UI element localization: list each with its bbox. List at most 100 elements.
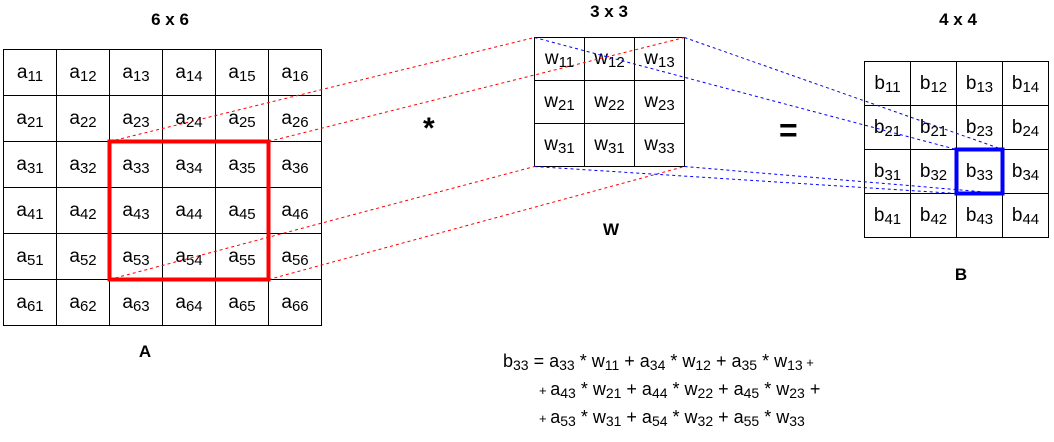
formula-symbol: w23 xyxy=(776,379,805,401)
matrix-w-cell-3-2: w31 xyxy=(584,123,635,167)
matrix-a-cell-3-6: a36 xyxy=(268,141,322,188)
blue-connector-line xyxy=(534,166,957,194)
matrix-a-entry: a26 xyxy=(281,107,309,131)
formula-symbol: w33 xyxy=(776,407,805,429)
matrix-w-cell-1-3: w13 xyxy=(634,37,685,81)
matrix-a-entry: a14 xyxy=(175,61,203,85)
matrix-w-entry: w31 xyxy=(594,134,625,157)
matrix-a-cell-4-2: a42 xyxy=(56,187,110,234)
matrix-a-entry: a13 xyxy=(122,61,150,85)
equals-operator: = xyxy=(779,112,798,148)
formula-symbol: w22 xyxy=(684,379,714,401)
matrix-a-cell-5-1: a51 xyxy=(3,233,57,280)
matrix-w-entry: w31 xyxy=(544,134,575,157)
matrix-a-entry: a45 xyxy=(228,199,256,223)
formula-symbol: w11 xyxy=(591,351,620,373)
matrix-a-entry: a52 xyxy=(69,245,97,269)
matrix-b-cell-1-4: b14 xyxy=(1002,61,1049,106)
formula-symbol: a45 xyxy=(733,379,760,401)
formula-symbol: a35 xyxy=(731,351,758,373)
formula-symbol: a34 xyxy=(639,351,666,373)
matrix-w-row: w11w12w13 xyxy=(534,37,685,81)
matrix-a-cell-2-1: a21 xyxy=(3,95,57,142)
matrix-a-entry: a16 xyxy=(281,61,309,85)
matrix-a-cell-6-1: a61 xyxy=(3,279,57,326)
blue-connector-line xyxy=(684,166,1003,194)
matrix-b-entry: b11 xyxy=(874,72,901,96)
formula-symbol: a33 xyxy=(549,351,575,373)
matrix-a-cell-2-6: a26 xyxy=(268,95,322,142)
matrix-b-cell-4-1: b41 xyxy=(864,193,911,238)
formula-plus: + xyxy=(539,411,551,426)
matrix-w-label: W xyxy=(602,220,620,239)
matrix-a-entry: a24 xyxy=(175,107,203,131)
matrix-b-entry: b31 xyxy=(873,160,902,184)
blue-connector-line xyxy=(684,37,1003,150)
matrix-w: w11w12w13w21w22w23 w31 w31 w33 xyxy=(534,37,685,167)
matrix-a-entry: a46 xyxy=(281,199,309,223)
matrix-b-cell-3-1: b31 xyxy=(864,149,911,194)
matrix-w-cell-3-3: w33 xyxy=(634,123,685,167)
matrix-a-entry: a53 xyxy=(122,245,150,269)
matrix-a-cell-5-2: a52 xyxy=(56,233,110,280)
matrix-w-cell-3-1: w31 xyxy=(534,123,585,167)
matrix-a-cell-3-2: a32 xyxy=(56,141,110,188)
matrix-a-cell-2-5: a25 xyxy=(215,95,269,142)
matrix-b-entry: b24 xyxy=(1011,116,1040,140)
matrix-a-entry: a11 xyxy=(16,61,44,85)
matrix-a-entry: a32 xyxy=(69,153,97,177)
matrix-a-entry: a42 xyxy=(69,199,97,223)
matrix-b-cell-1-1: b11 xyxy=(864,61,911,106)
formula-plus: + xyxy=(804,379,821,399)
matrix-b-entry: b34 xyxy=(1011,160,1040,184)
matrix-b-entry: b33 xyxy=(965,160,994,184)
matrix-a-cell-6-3: a63 xyxy=(109,279,163,326)
matrix-b-entry: b44 xyxy=(1011,204,1040,228)
matrix-a-entry: a33 xyxy=(122,153,150,177)
matrix-a-entry: a66 xyxy=(281,291,309,315)
formula-lhs: b33 xyxy=(503,351,529,372)
matrix-a-entry: a15 xyxy=(228,61,256,85)
matrix-b-label: B xyxy=(954,265,968,284)
matrix-a-entry: a35 xyxy=(228,153,256,177)
matrix-a-entry: a34 xyxy=(175,153,203,177)
blue-connector-line xyxy=(534,37,957,150)
matrix-a-cell-6-2: a62 xyxy=(56,279,110,326)
matrix-b-entry: b43 xyxy=(965,204,994,228)
matrix-a-cell-5-4: a54 xyxy=(162,233,216,280)
formula-symbol: a53 xyxy=(550,407,576,429)
matrix-a-entry: a65 xyxy=(228,291,256,315)
matrix-a-cell-2-4: a24 xyxy=(162,95,216,142)
matrix-a-row: a11 a12 a13 a14 a15 a16 xyxy=(3,49,322,96)
matrix-w-entry: w33 xyxy=(644,134,675,157)
matrix-w-entry: w21 xyxy=(544,91,575,114)
matrix-a-cell-3-5: a35 xyxy=(215,141,269,188)
matrix-b-cell-4-4: b44 xyxy=(1002,193,1049,238)
matrix-a-entry: a25 xyxy=(228,107,256,131)
matrix-a-entry: a41 xyxy=(16,199,44,223)
matrix-w-entry: w23 xyxy=(644,91,675,114)
red-connector-line xyxy=(109,166,535,280)
matrix-w-title: 3 x 3 xyxy=(590,2,628,21)
matrix-w-cell-1-2: w12 xyxy=(584,37,635,81)
matrix-b-entry: b32 xyxy=(919,160,948,184)
matrix-b-cell-1-3: b13 xyxy=(956,61,1003,106)
matrix-b-cell-2-2: b21 xyxy=(910,105,957,150)
matrix-a-entry: a64 xyxy=(175,291,203,315)
matrix-a-highlight-box xyxy=(107,139,271,282)
matrix-a-entry: a44 xyxy=(175,199,203,223)
formula-line-2: + a43 * w21 + a44 * w22 + a45 * w23 + xyxy=(539,379,821,401)
matrix-a-title: 6 x 6 xyxy=(151,10,189,29)
matrix-a-entry: a12 xyxy=(69,61,97,85)
matrix-b-cell-2-3: b23 xyxy=(956,105,1003,150)
matrix-b-entry: b41 xyxy=(873,204,902,228)
